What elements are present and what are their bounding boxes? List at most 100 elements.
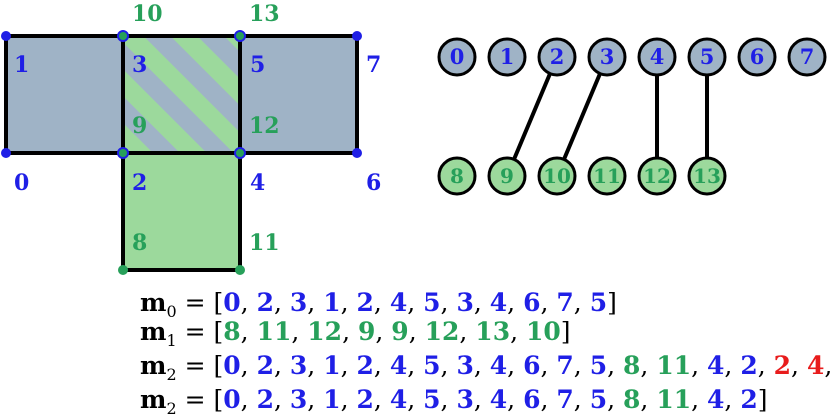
equation-comma: ,: [691, 385, 707, 414]
equation-comma: ,: [241, 288, 257, 317]
svg-text:5: 5: [700, 44, 715, 69]
vertex-label-12: 12: [249, 113, 280, 139]
equation-item: 3: [290, 351, 307, 380]
equation-item: 9: [358, 317, 375, 346]
equation-item: 6: [523, 351, 540, 380]
equation-item: 1: [323, 385, 340, 414]
equation-comma: ,: [374, 288, 390, 317]
blue-vertex-labels: 0 1 2 3 4 5 6 7: [14, 52, 381, 196]
equation-item: 3: [290, 385, 307, 414]
equation-item: 7: [556, 288, 573, 317]
equation-comma: ,: [540, 351, 556, 380]
graph-node-4: 4: [637, 37, 677, 77]
vertex-blue: [352, 31, 362, 41]
equation-comma: ,: [441, 385, 457, 414]
equation-symbol: m: [140, 288, 166, 317]
equation-item: 4: [390, 351, 407, 380]
equation-item: 7: [556, 385, 573, 414]
vertex-label-1: 1: [14, 52, 29, 78]
vertex-label-5: 5: [250, 52, 265, 78]
graph-edge-3-10: [555, 56, 609, 177]
equation-item: 4: [707, 385, 724, 414]
equation-comma: ,: [691, 351, 707, 380]
equation-item: 1: [323, 288, 340, 317]
equation-comma: ,: [274, 288, 290, 317]
vertex-blue: [1, 31, 11, 41]
graph-node-2: 2: [537, 37, 577, 77]
graph-node-3: 3: [587, 37, 627, 77]
graph-edge-2-9: [505, 56, 559, 177]
svg-text:7: 7: [800, 44, 815, 69]
graph-node-11: 11: [587, 156, 627, 196]
equation-item: 4: [390, 385, 407, 414]
equation-item: 4: [490, 385, 507, 414]
equation-item: 2: [257, 351, 274, 380]
equation-comma: ,: [374, 385, 390, 414]
equation-comma: ,: [342, 317, 358, 346]
svg-text:0: 0: [450, 44, 465, 69]
equation-item: 1: [323, 351, 340, 380]
equation-symbol: m: [140, 317, 166, 346]
svg-text:8: 8: [450, 164, 464, 188]
equation-item: 11: [656, 351, 691, 380]
vertex-label-7: 7: [366, 52, 381, 78]
equation-symbol: m: [140, 351, 166, 380]
equation-comma: ,: [441, 351, 457, 380]
equation-comma: ,: [574, 385, 590, 414]
svg-text:13: 13: [693, 164, 721, 188]
equation-open: = [: [177, 317, 224, 346]
equation-item: 8: [623, 385, 640, 414]
equation-comma: ,: [507, 385, 523, 414]
graph-node-5: 5: [687, 37, 727, 77]
equation-open: = [: [177, 288, 224, 317]
equation-item: 4: [807, 351, 824, 380]
equation-item: 2: [357, 288, 374, 317]
equation-comma: ,: [341, 385, 357, 414]
equation-item: 2: [740, 351, 757, 380]
graph-edges: [505, 56, 709, 177]
vertex-green: [118, 265, 128, 275]
equation-symbol: m: [140, 385, 166, 414]
graph-node-12: 12: [637, 156, 677, 196]
svg-text:12: 12: [643, 164, 671, 188]
equation-comma: ,: [507, 351, 523, 380]
mesh-cells: [6, 36, 357, 270]
equation-comma: ,: [510, 317, 526, 346]
svg-text:11: 11: [593, 164, 621, 188]
equation-comma: ,: [758, 351, 774, 380]
equation-subscript: 2: [166, 399, 176, 418]
equation-comma: ,: [540, 385, 556, 414]
equation-item: 12: [425, 317, 460, 346]
equation-item: 2: [740, 385, 757, 414]
svg-text:6: 6: [750, 44, 765, 69]
equation-item: 3: [456, 351, 473, 380]
equation-item: 6: [523, 288, 540, 317]
green-vertex-labels: 8 9 10 11 12 13: [132, 1, 280, 256]
equation-m2-b: m2 = [0, 2, 3, 1, 2, 4, 5, 3, 4, 6, 7, 5…: [140, 385, 768, 418]
graph-node-13: 13: [687, 156, 727, 196]
cell-right: [240, 36, 357, 153]
vertex-shared: [117, 147, 129, 159]
equation-comma: ,: [374, 351, 390, 380]
equation-item: 12: [307, 317, 342, 346]
equation-comma: ,: [574, 351, 590, 380]
equation-item: 8: [223, 317, 240, 346]
equation-item: 13: [475, 317, 510, 346]
equation-item: 4: [490, 288, 507, 317]
equation-item: 3: [290, 288, 307, 317]
equation-item: 3: [456, 385, 473, 414]
equation-item: 11: [656, 385, 691, 414]
equation-item: 7: [556, 351, 573, 380]
equation-item: 0: [223, 351, 240, 380]
equation-item: 10: [526, 317, 561, 346]
cell-left: [6, 36, 123, 153]
svg-text:10: 10: [543, 164, 571, 188]
vertex-label-8: 8: [132, 230, 147, 256]
equation-comma: ,: [307, 351, 323, 380]
equation-comma: ,: [407, 288, 423, 317]
equation-item: 4: [707, 351, 724, 380]
equation-item: 8: [623, 351, 640, 380]
equation-comma: ,: [459, 317, 475, 346]
equation-comma: ,: [724, 385, 740, 414]
graph-node-0: 0: [437, 37, 477, 77]
